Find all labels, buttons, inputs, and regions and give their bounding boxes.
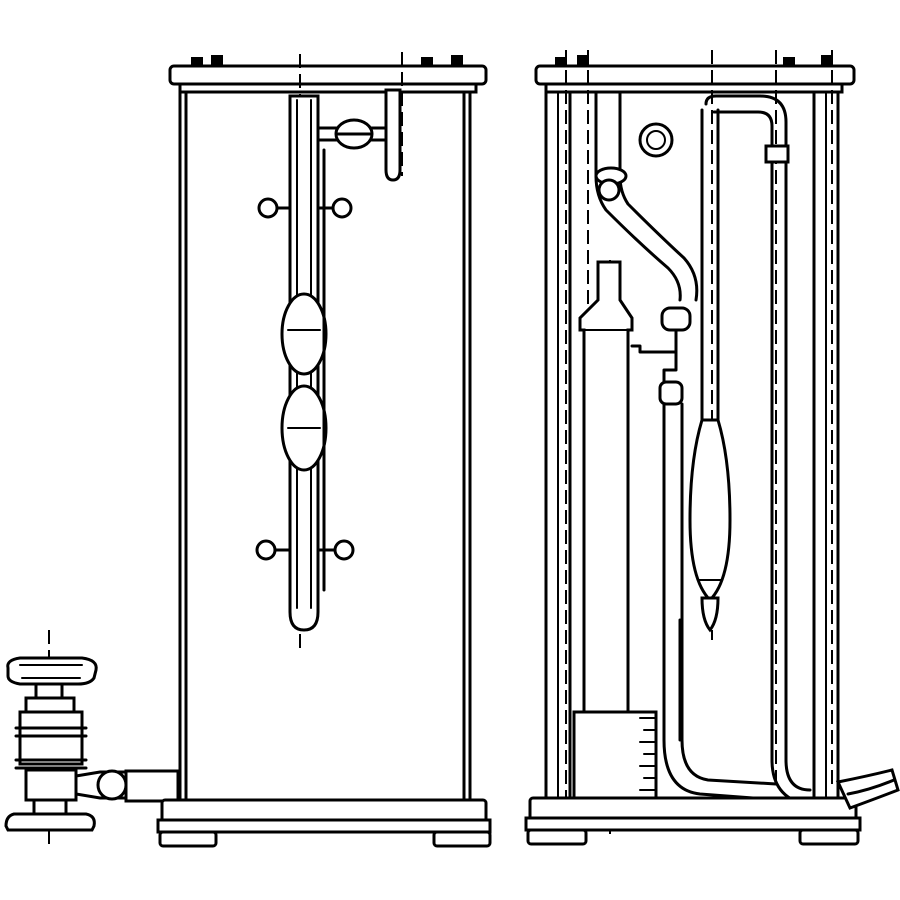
clamp-lower-left (255, 539, 277, 561)
rear-hose-line (846, 778, 896, 796)
burette-bulb-upper (280, 292, 328, 376)
pipette-connector (660, 306, 692, 332)
pipette-joint-ring (597, 178, 621, 202)
valve-body (18, 710, 84, 766)
rear-round-port-inner (646, 130, 666, 150)
measuring-burette (255, 88, 402, 632)
bottom-box-body (572, 710, 658, 800)
lower-tube-inner (680, 402, 778, 786)
valve-stem (34, 682, 64, 700)
rear-top-cap (534, 64, 856, 86)
absorption-bulb (688, 418, 732, 603)
pipette-tube-inner (618, 90, 699, 302)
front-top-cap (168, 64, 488, 86)
clamp-upper-right (331, 197, 353, 219)
reservoir-bottle (578, 260, 634, 714)
gas-pipette (594, 90, 699, 406)
valve-outlet-nut (96, 769, 128, 801)
lower-tube-outer (662, 402, 782, 802)
rear-top-rail (544, 82, 844, 94)
rear-base-plate (524, 816, 862, 832)
front-top-bolts (191, 55, 463, 67)
return-tube-inner (712, 110, 806, 806)
valve-lower-body (24, 768, 78, 802)
absorption-tip (700, 596, 720, 633)
valve-gland (24, 696, 76, 714)
return-tube-clamp (764, 144, 790, 164)
front-view-cabinet (156, 52, 492, 848)
rear-foot-left (526, 828, 588, 846)
rear-view-cabinet (524, 50, 900, 846)
pipette-connector-lower (658, 380, 684, 406)
front-foot-right (432, 830, 492, 848)
hand-wheel-valve (4, 630, 180, 850)
outlet-tube (384, 88, 402, 182)
long-return-tube (662, 94, 812, 806)
valve-neck (32, 798, 68, 816)
front-foot-left (158, 830, 218, 848)
clamp-upper-left (257, 197, 279, 219)
rear-round-port (638, 122, 674, 158)
valve-handwheel (6, 656, 98, 686)
rear-bottom-box (572, 710, 658, 800)
valve-connecting-tube (124, 769, 180, 803)
absorption-tube (688, 108, 732, 633)
pipette-branch-down (662, 350, 678, 390)
clamp-lower-right (333, 539, 355, 561)
valve-base-flange (4, 812, 96, 832)
return-tube-outer (704, 94, 812, 792)
rear-foot-right (798, 828, 860, 846)
front-base-plate (156, 818, 492, 834)
pipette-branch (630, 328, 678, 354)
